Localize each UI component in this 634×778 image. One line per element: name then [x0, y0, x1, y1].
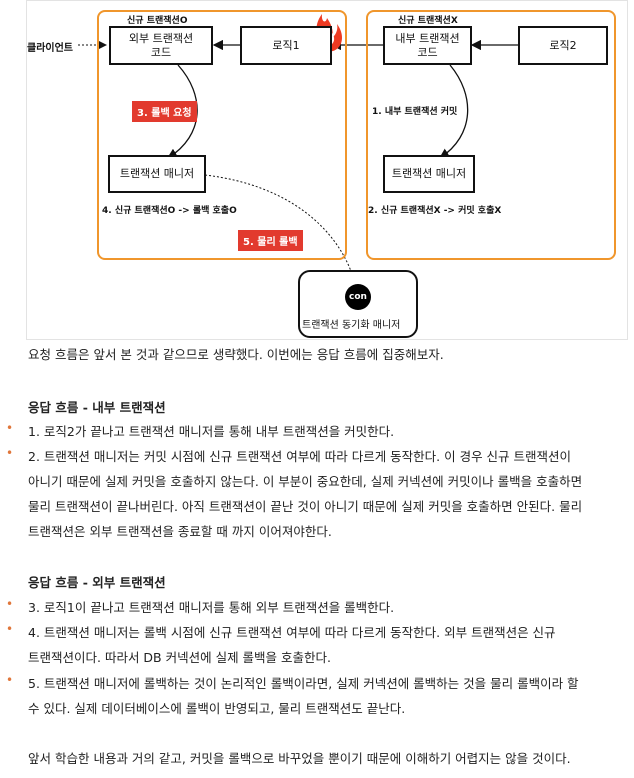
- connection-icon: con: [345, 284, 371, 310]
- rollback-request-arrow: [166, 64, 198, 159]
- transaction-sync-manager-label: 트랜잭션 동기화 매니저: [302, 320, 401, 331]
- step-4-label: 4. 신규 트랜잭션O -> 롤백 호출O: [102, 206, 237, 216]
- logic2-box: 로직2: [518, 26, 608, 65]
- client-label: 클라이언트: [27, 43, 73, 54]
- bullet-4: •: [6, 622, 14, 636]
- list-item-4-line-2: 트랜잭션이다. 따라서 DB 커넥션에 실제 롤백을 호출한다.: [28, 650, 331, 665]
- list-item-2-line-4: 트랜잭션은 외부 트랜잭션을 종료할 때 까지 이어져야한다.: [28, 524, 332, 539]
- transaction-manager-right-box: 트랜잭션 매니저: [383, 155, 475, 193]
- list-item-2-line-1: 2. 트랜잭션 매니저는 커밋 시점에 신규 트랜잭션 여부에 따라 다르게 동…: [28, 449, 572, 464]
- inner-transaction-code-box: 내부 트랜잭션 코드: [383, 26, 472, 65]
- list-item-2-line-3: 물리 트랜잭션이 끝나버린다. 아직 트랜잭션이 끝난 것이 아니기 때문에 실…: [28, 499, 583, 514]
- list-item-2-line-2: 아니기 때문에 실제 커밋을 호출하지 않는다. 이 부분이 중요한데, 실제 …: [28, 474, 583, 489]
- list-item-3: 3. 로직1이 끝나고 트랜잭션 매니저를 통해 외부 트랜잭션을 롤백한다.: [28, 600, 395, 615]
- list-item-5-line-1: 5. 트랜잭션 매니저에 롤백하는 것이 논리적인 롤백이라면, 실제 커넥션에…: [28, 676, 579, 691]
- inner-commit-arrow: [438, 64, 469, 159]
- bullet-1: •: [6, 421, 14, 435]
- new-transaction-x-title: 신규 트랜잭션X: [398, 16, 458, 26]
- intro-text: 요청 흐름은 앞서 본 것과 같으므로 생략했다. 이번에는 응답 흐름에 집중…: [28, 347, 444, 362]
- outer-transaction-code-box: 외부 트랜잭션 코드: [109, 26, 213, 65]
- logic1-box: 로직1: [240, 26, 332, 65]
- bullet-2: •: [6, 446, 14, 460]
- diagram-frame: [26, 0, 628, 340]
- list-item-1: 1. 로직2가 끝나고 트랜잭션 매니저를 통해 내부 트랜잭션을 커밋한다.: [28, 424, 395, 439]
- section-title-outer: 응답 흐름 - 외부 트랜잭션: [28, 575, 166, 590]
- list-item-5-line-2: 수 있다. 실제 데이터베이스에 롤백이 반영되고, 물리 트랜잭션도 끝난다.: [28, 701, 406, 716]
- step-2-label: 2. 신규 트랜잭션X -> 커밋 호출X: [368, 206, 502, 216]
- list-item-4-line-1: 4. 트랜잭션 매니저는 롤백 시점에 신규 트랜잭션 여부에 따라 다르게 동…: [28, 625, 556, 640]
- bullet-5: •: [6, 673, 14, 687]
- new-transaction-o-group: [97, 10, 347, 260]
- new-transaction-x-group: [366, 10, 616, 260]
- closing-text: 앞서 학습한 내용과 거의 같고, 커밋을 롤백으로 바꾸었을 뿐이기 때문에 …: [28, 751, 571, 766]
- step-1-label: 1. 내부 트랜잭션 커밋: [372, 107, 458, 117]
- section-title-inner: 응답 흐름 - 내부 트랜잭션: [28, 400, 166, 415]
- physical-rollback-arrow: [204, 174, 357, 284]
- step-5-label: 5. 물리 롤백: [238, 230, 303, 251]
- transaction-manager-left-box: 트랜잭션 매니저: [108, 155, 206, 193]
- bullet-3: •: [6, 597, 14, 611]
- new-transaction-o-title: 신규 트랜잭션O: [127, 16, 188, 26]
- step-3-label: 3. 롤백 요청: [132, 101, 197, 122]
